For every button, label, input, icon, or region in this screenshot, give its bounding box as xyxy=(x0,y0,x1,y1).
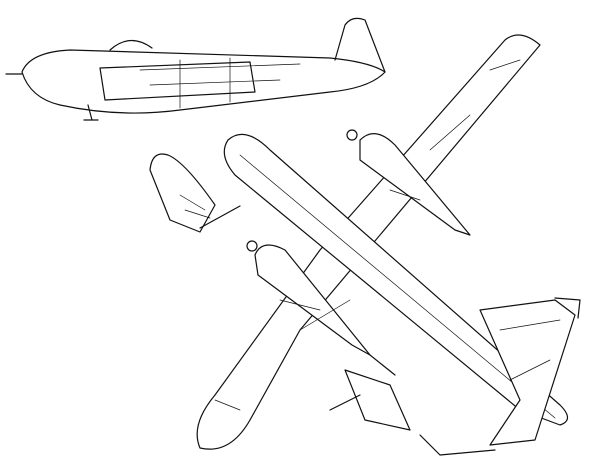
side-tail-fin xyxy=(334,17,386,73)
wing-panel-lines xyxy=(214,59,521,411)
detached-parts xyxy=(329,354,411,431)
tail-plane xyxy=(479,299,576,446)
side-canopy xyxy=(109,39,153,51)
side-engine xyxy=(99,61,256,101)
part-strut xyxy=(329,394,361,411)
left-engine-nacelle xyxy=(254,244,371,356)
fuselage xyxy=(223,133,569,426)
tail-panel-lines xyxy=(499,319,561,381)
nose-gun xyxy=(199,205,241,229)
tail-fin-left xyxy=(419,434,496,456)
right-engine-nacelle xyxy=(359,133,471,236)
bomb-bay-door xyxy=(344,369,411,431)
tail-fin-right xyxy=(554,297,581,319)
right-propeller-hub xyxy=(346,129,358,141)
fuselage-centerline xyxy=(239,154,556,419)
side-view xyxy=(5,17,386,121)
top-view xyxy=(196,34,581,456)
side-fuselage xyxy=(21,49,386,114)
part-gun xyxy=(369,354,396,376)
side-wing xyxy=(139,57,301,109)
left-propeller-hub xyxy=(246,240,258,252)
nose-section xyxy=(149,153,241,233)
nose-panel xyxy=(179,194,211,219)
nose-outline xyxy=(149,153,216,233)
side-landing-gear xyxy=(83,104,99,121)
